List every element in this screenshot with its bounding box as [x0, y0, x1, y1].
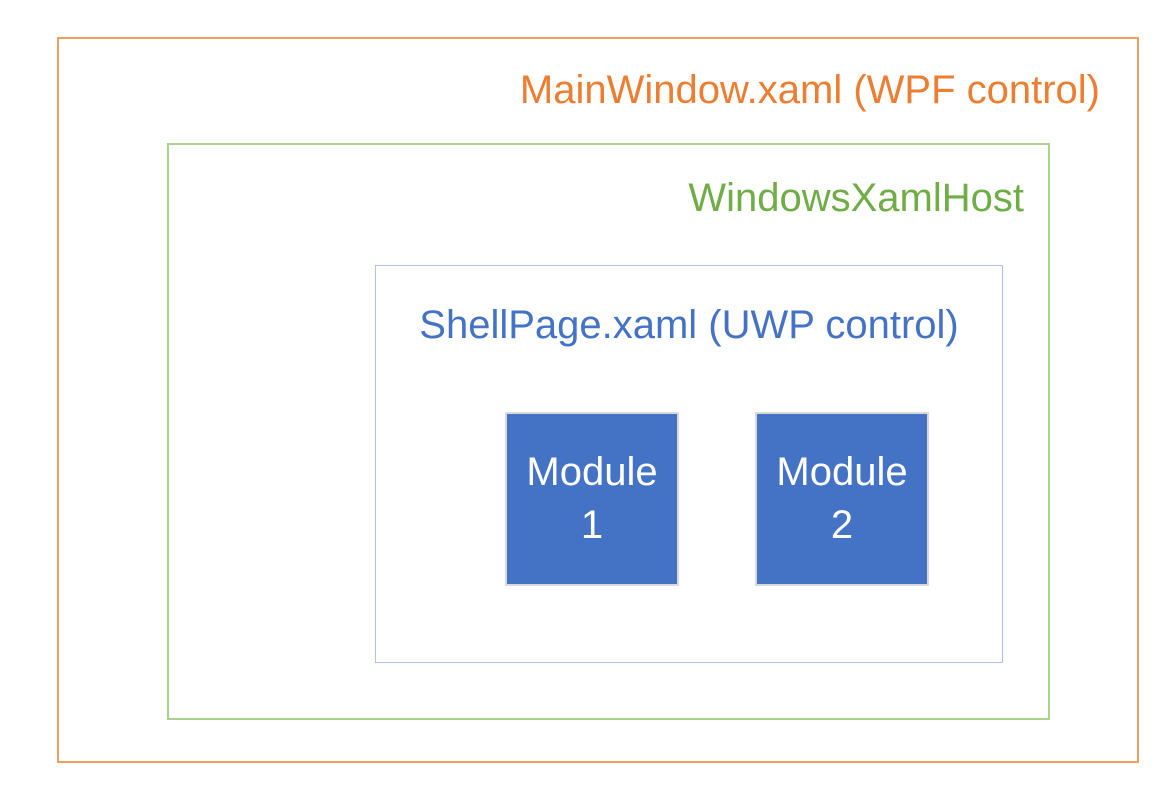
module-1-label-line1: Module	[526, 450, 658, 495]
mainwindow-box: MainWindow.xaml (WPF control) WindowsXam…	[57, 37, 1139, 763]
mainwindow-label: MainWindow.xaml (WPF control)	[519, 68, 1100, 112]
shellpage-label: ShellPage.xaml (UWP control)	[419, 303, 959, 347]
windowsxamlhost-label: WindowsXamlHost	[688, 176, 1024, 220]
module-2-label-line1: Module	[776, 450, 908, 495]
module-2-label-line2: 2	[830, 503, 854, 547]
shellpage-box: ShellPage.xaml (UWP control) Module 1 Mo…	[375, 265, 1003, 663]
windowsxamlhost-box: WindowsXamlHost ShellPage.xaml (UWP cont…	[167, 143, 1050, 720]
module-1-label-line2: 1	[580, 503, 604, 547]
module-2-box: Module 2	[755, 412, 929, 586]
module-1-box: Module 1	[505, 412, 679, 586]
